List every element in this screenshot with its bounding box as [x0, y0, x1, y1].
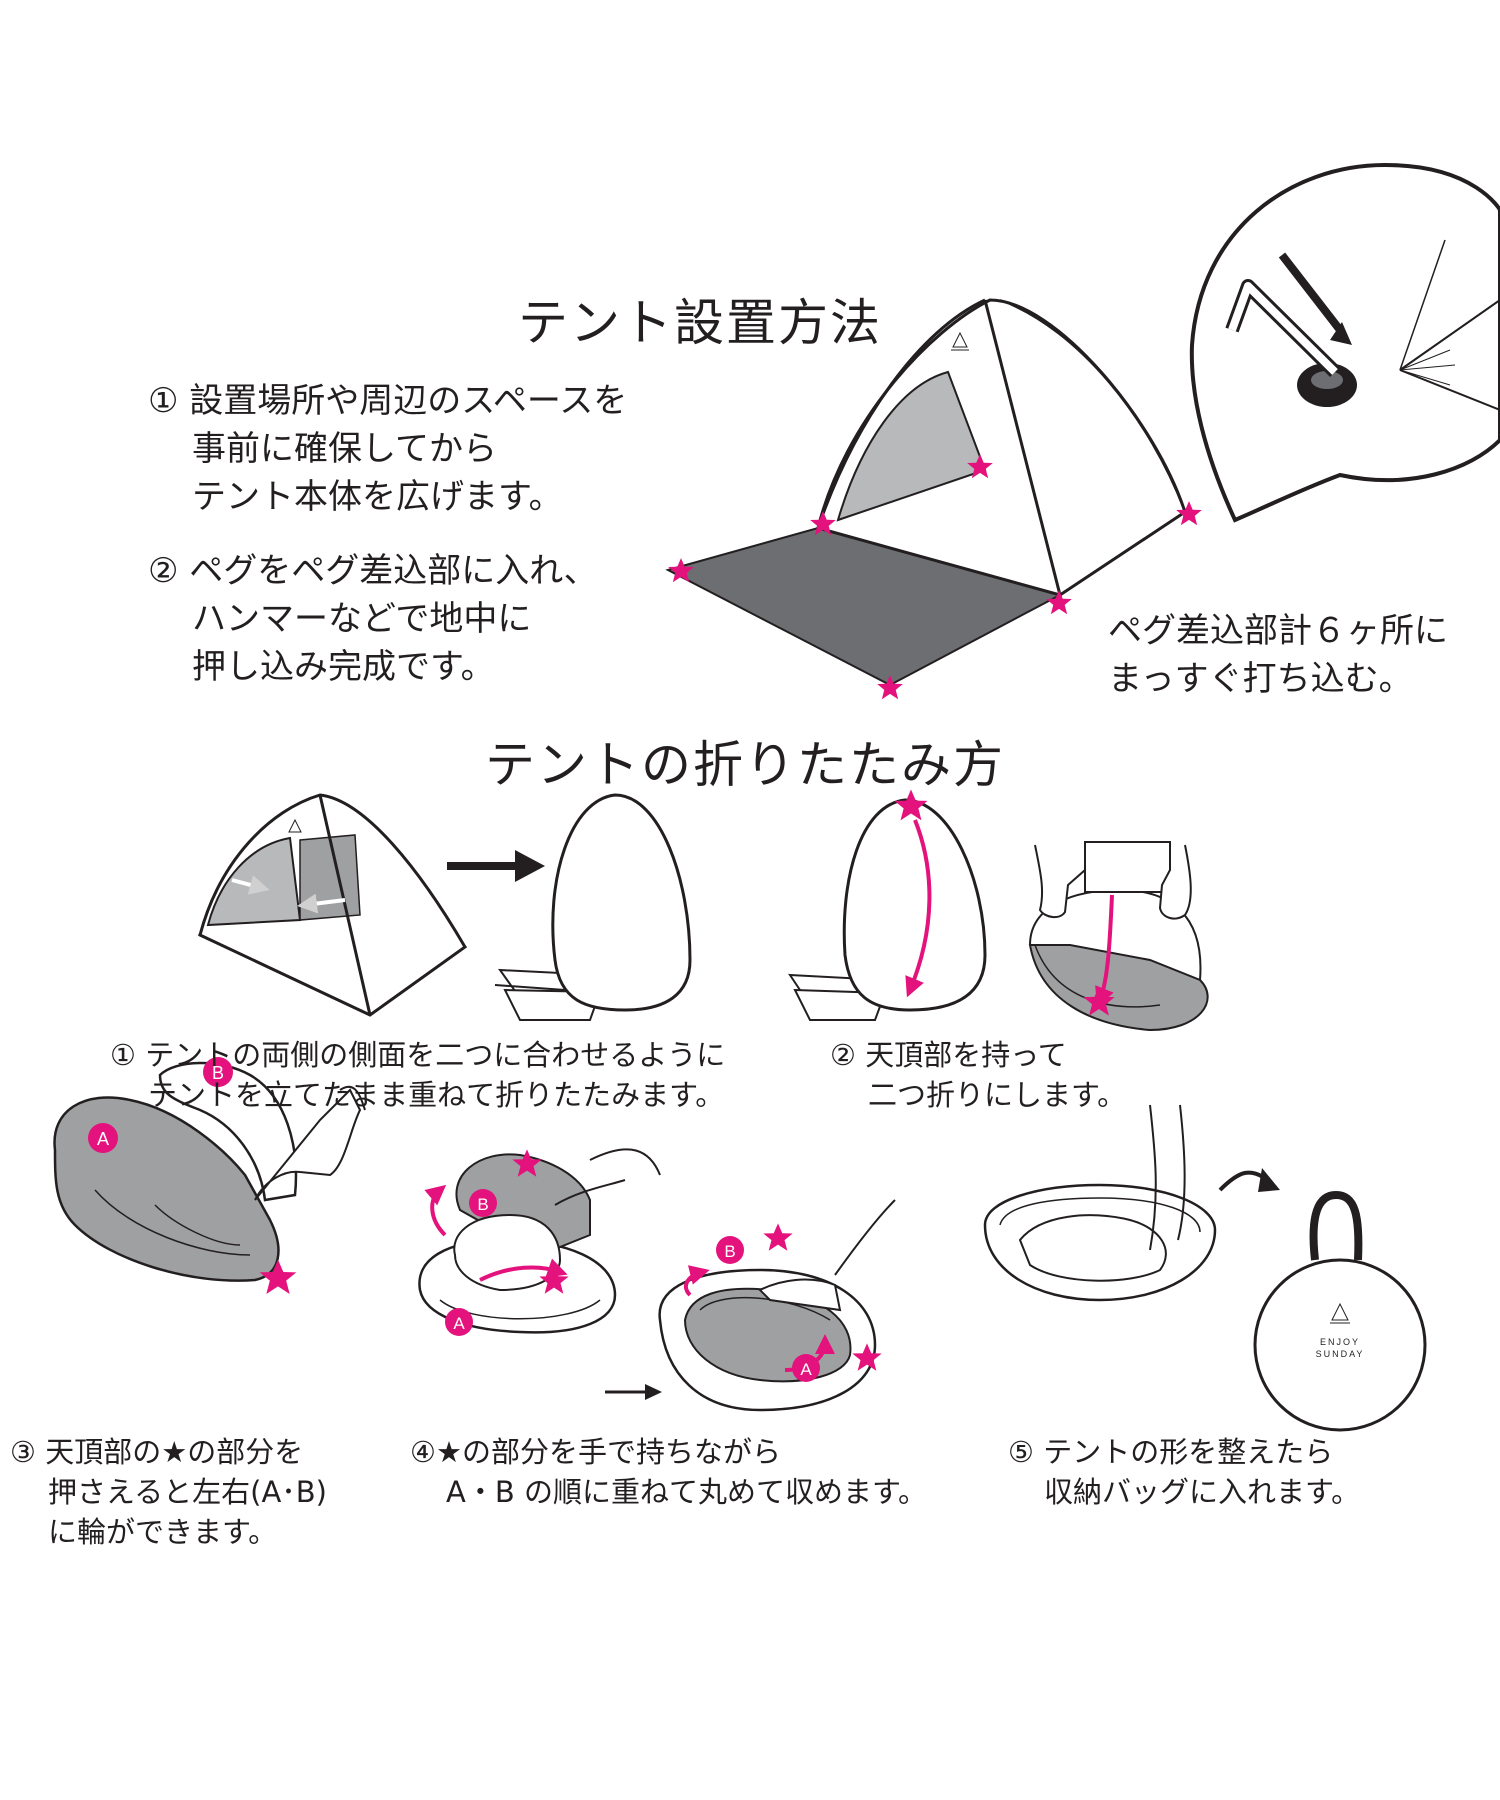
- peg-note: ペグ差込部計６ヶ所に まっすぐ打ち込む。: [1108, 607, 1448, 703]
- fold-step4-label-b: B: [477, 1195, 488, 1214]
- setup-step2-line1: ② ペグをペグ差込部に入れ、: [148, 551, 598, 591]
- fold-step2-text: ② 天頂部を持って 二つ折りにします。: [830, 1035, 1126, 1115]
- fold-step4b-label-b: B: [724, 1242, 735, 1261]
- fold-step4-arrow: [605, 1384, 662, 1400]
- setup-step1: ① 設置場所や周辺のスペースを 事前に確保してから テント本体を広げます。: [148, 377, 627, 521]
- fold-step4b-star-top: [763, 1223, 793, 1251]
- fold-step3-label-b: B: [212, 1063, 224, 1083]
- fold-step5-illustration: [983, 1104, 1280, 1302]
- fold-step4-text: ④★の部分を手で持ちながら A・B の順に重ねて丸めて収めます。: [410, 1432, 927, 1512]
- fold-step4-line1: ④★の部分を手で持ちながら: [410, 1435, 781, 1469]
- fold-step2-line1: ② 天頂部を持って: [830, 1038, 1067, 1072]
- peg-note-line2: まっすぐ打ち込む。: [1108, 659, 1413, 699]
- fold-step3-text: ③ 天頂部の★の部分を 押さえると左右(A･B) に輪ができます。: [10, 1432, 327, 1552]
- fold-step3-label-a: A: [97, 1129, 109, 1149]
- fold-step5-text: ⑤ テントの形を整えたら 収納バッグに入れます。: [1008, 1432, 1360, 1512]
- storage-bag-illustration: ENJOY SUNDAY: [1253, 1190, 1427, 1432]
- fold-step3-line1: ③ 天頂部の★の部分を: [10, 1435, 304, 1469]
- setup-step2-line2: ハンマーなどで地中に: [192, 599, 532, 639]
- peg-note-line1: ペグ差込部計６ヶ所に: [1108, 611, 1448, 651]
- fold-step2-line2: 二つ折りにします。: [868, 1078, 1127, 1112]
- fold-step3-line2: 押さえると左右(A･B): [48, 1475, 327, 1509]
- setup-step1-line3: テント本体を広げます。: [192, 477, 563, 517]
- setup-step1-line1: ① 設置場所や周辺のスペースを: [148, 381, 628, 421]
- fold-title: テントの折りたたみ方: [485, 736, 1005, 794]
- fold-step5-line2: 収納バッグに入れます。: [1044, 1475, 1361, 1509]
- setup-step2: ② ペグをペグ差込部に入れ、 ハンマーなどで地中に 押し込み完成です。: [148, 547, 598, 691]
- fold-step4-label-a: A: [453, 1314, 465, 1333]
- brand-logo: [951, 331, 969, 351]
- fold-step1-arrow: [447, 850, 545, 882]
- fold-step4-line2: A・B の順に重ねて丸めて収めます。: [446, 1475, 928, 1509]
- fold-step2-hands-illustration: [1028, 841, 1209, 1032]
- fold-step4-second-illustration: B A: [658, 1199, 896, 1412]
- setup-step1-line2: 事前に確保してから: [192, 429, 497, 469]
- setup-title: テント設置方法: [518, 294, 882, 352]
- bag-logo: [1330, 1302, 1350, 1324]
- fold-step1-tent-illustration: [197, 793, 468, 1017]
- bag-brand-line2: SUNDAY: [1316, 1349, 1365, 1359]
- fold-step1-line1: ① テントの両側の側面を二つに合わせるように: [110, 1038, 726, 1072]
- fold-step4-first-illustration: B A: [418, 1148, 661, 1336]
- bag-brand-line1: ENJOY: [1320, 1337, 1360, 1347]
- setup-step2-line3: 押し込み完成です。: [192, 647, 495, 687]
- fold-step1-line2: テントを立てたまま重ねて折りたたみます。: [148, 1078, 725, 1112]
- peg-detail-bubble: [1189, 162, 1500, 523]
- fold-step1-result-illustration: [494, 793, 692, 1021]
- fold-step3-line3: に輪ができます。: [48, 1515, 278, 1549]
- fold-step2-illustration: [788, 789, 987, 1021]
- fold-step4b-label-a: A: [800, 1360, 812, 1379]
- fold-step5-line1: ⑤ テントの形を整えたら: [1008, 1435, 1334, 1469]
- fold-step1-text: ① テントの両側の側面を二つに合わせるように テントを立てたまま重ねて折りたたみ…: [110, 1035, 725, 1115]
- setup-tent-illustration: [665, 298, 1202, 700]
- fold-step3-illustration: B A: [53, 1057, 366, 1294]
